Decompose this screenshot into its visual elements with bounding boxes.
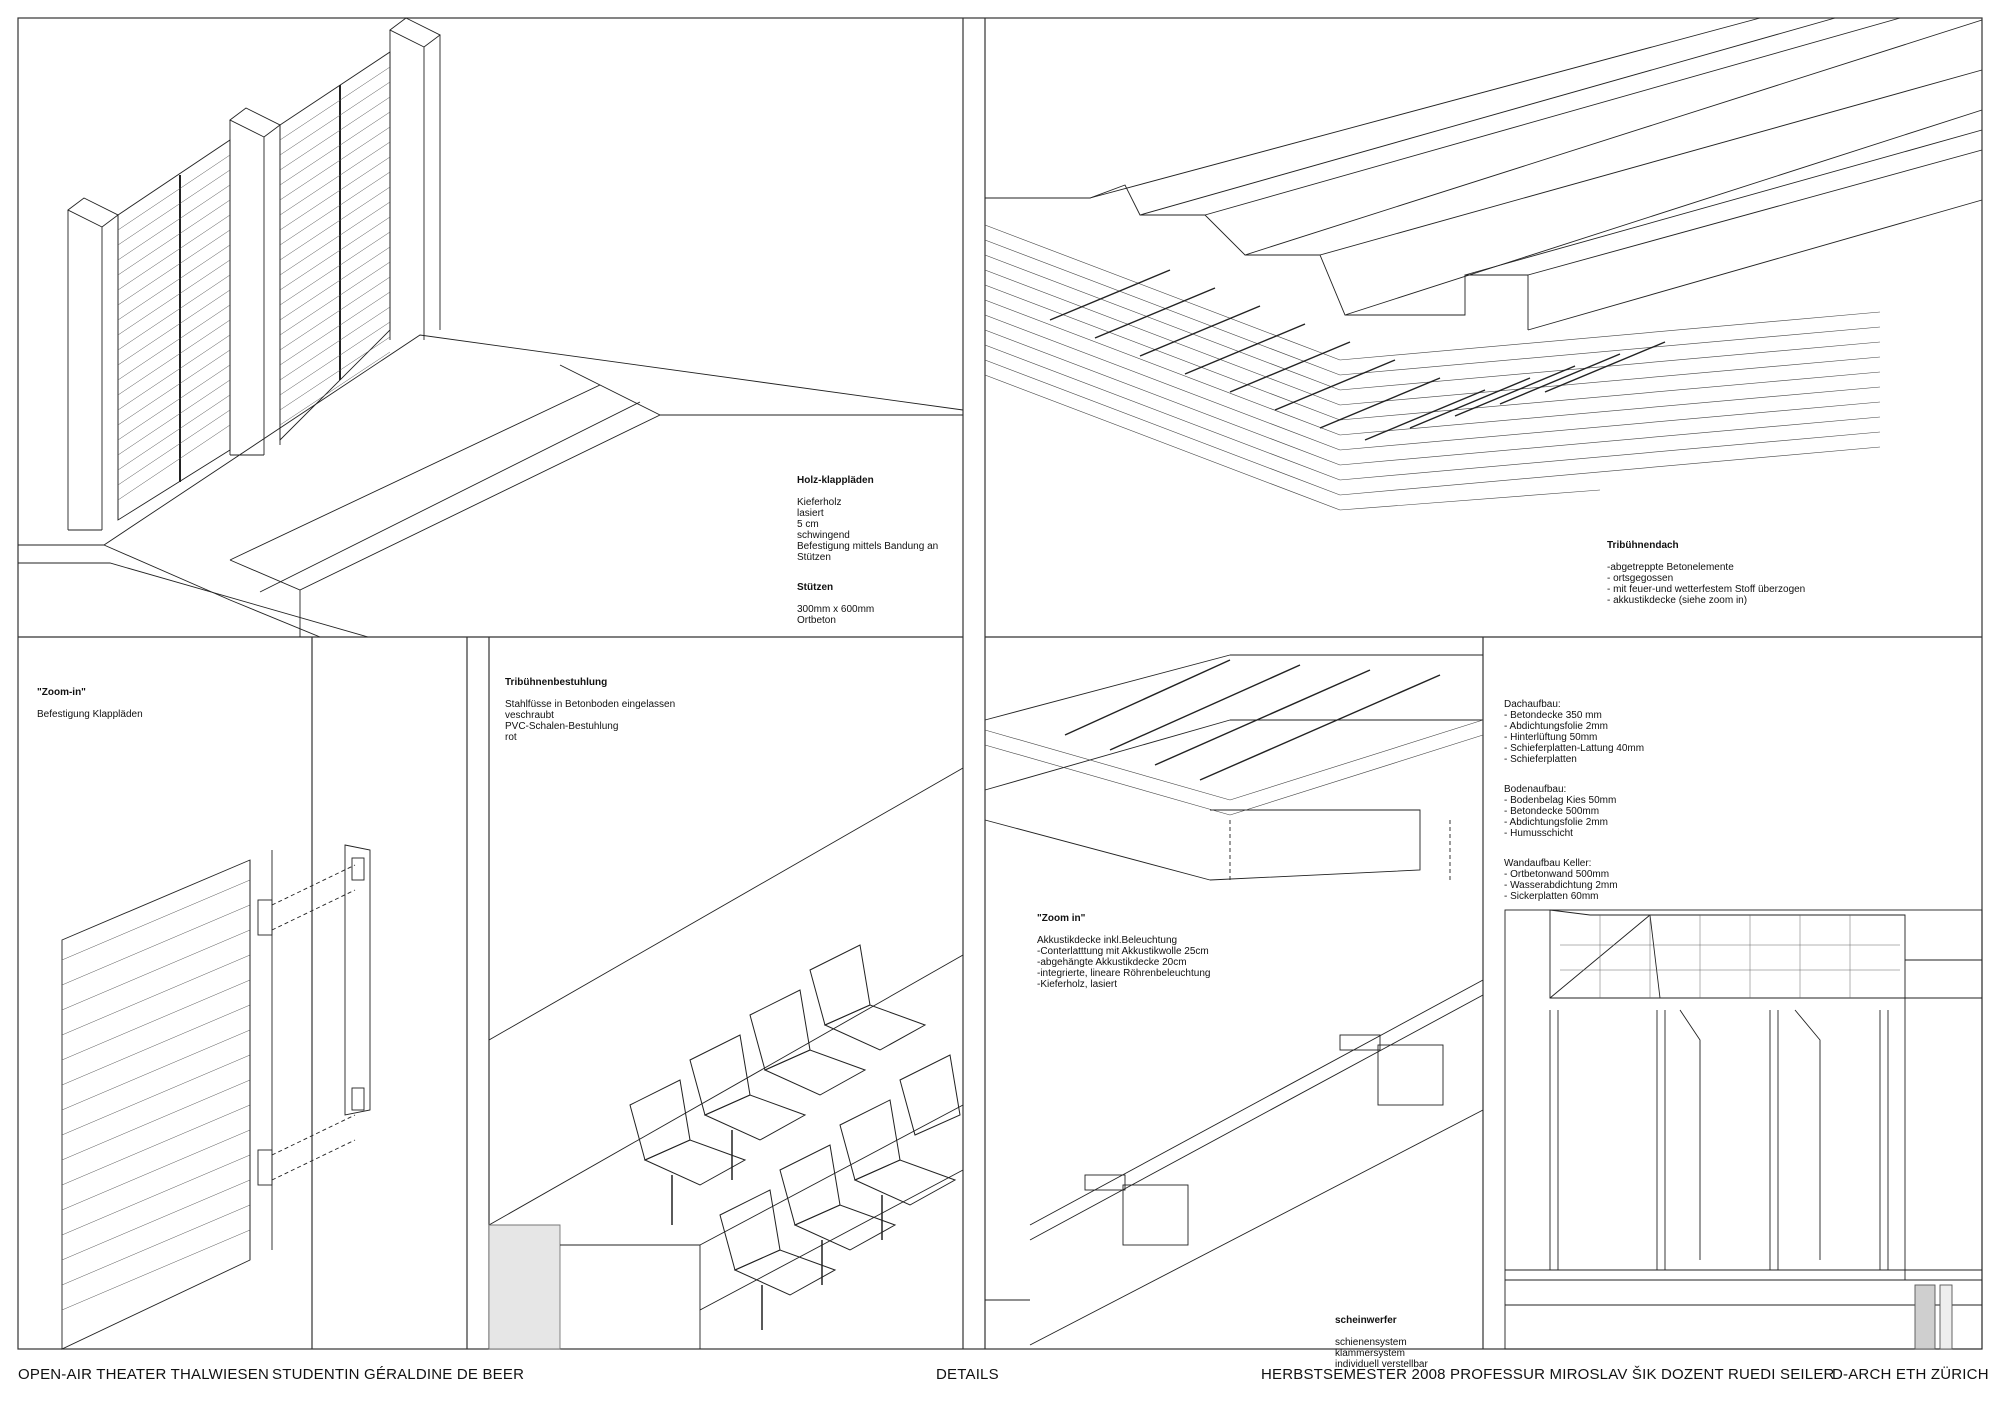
footer-professor: PROFESSUR MIROSLAV ŠIK <box>1450 1366 1657 1383</box>
note-wall-build-up: Wandaufbau Keller: - Ortbetonwand 500mm … <box>1504 858 1618 902</box>
note-columns-body: 300mm x 600mm Ortbeton <box>797 604 875 626</box>
note-shutters: Holz-klappläden Kieferholz lasiert 5 cm … <box>797 464 938 626</box>
footer-project: OPEN-AIR THEATER THALWIESEN <box>18 1366 269 1383</box>
note-tribune-roof: Tribühnendach -abgetreppte Betonelemente… <box>1607 529 1805 606</box>
note-build-up: Dachaufbau: - Betondecke 350 mm - Abdich… <box>1504 688 1644 902</box>
note-zoom-acoustic-title: "Zoom in" <box>1037 913 1086 924</box>
note-seating: Tribühnenbestuhlung Stahlfüsse in Betonb… <box>505 666 675 743</box>
note-floor-build-up: Bodenaufbau: - Bodenbelag Kies 50mm - Be… <box>1504 784 1617 839</box>
tribune-seating-drawing <box>488 767 964 1350</box>
note-zoom-shutters-body: Befestigung Klappläden <box>37 709 143 720</box>
note-shutters-body: Kieferholz lasiert 5 cm schwingend Befes… <box>797 497 939 563</box>
building-section-drawing <box>1504 909 1983 1350</box>
footer-institution: D-ARCH ETH ZÜRICH <box>1832 1366 1989 1383</box>
note-spotlight: scheinwerfer schienensystem klammersyste… <box>1335 1304 1428 1370</box>
note-shutters-title: Holz-klappläden <box>797 475 874 486</box>
note-spotlight-body: schienensystem klammersystem individuell… <box>1335 1337 1428 1370</box>
note-zoom-shutters: "Zoom-in" Befestigung Klappläden <box>37 676 143 720</box>
footer-lecturer: DOZENT RUEDI SEILER <box>1661 1366 1835 1383</box>
footer-student: STUDENTIN GÉRALDINE DE BEER <box>272 1366 525 1383</box>
note-tribune-roof-body: -abgetreppte Betonelemente - ortsgegosse… <box>1607 562 1806 606</box>
note-zoom-acoustic-body: Akkustikdecke inkl.Beleuchtung -Conterla… <box>1037 935 1211 990</box>
panel-frame <box>17 17 1983 1350</box>
note-zoom-acoustic: "Zoom in" Akkustikdecke inkl.Beleuchtung… <box>1037 902 1210 990</box>
footer-semester: HERBSTSEMESTER 2008 <box>1261 1366 1446 1383</box>
note-zoom-shutters-title: "Zoom-in" <box>37 687 86 698</box>
note-roof-build-up: Dachaufbau: - Betondecke 350 mm - Abdich… <box>1504 699 1645 765</box>
note-seating-body: Stahlfüsse in Betonboden eingelassen ves… <box>505 699 676 743</box>
shutter-wall-drawing <box>18 17 964 638</box>
note-tribune-roof-title: Tribühnendach <box>1607 540 1679 551</box>
note-columns-title: Stützen <box>797 582 834 593</box>
shutter-fixing-drawing <box>61 844 371 1350</box>
footer-title: DETAILS <box>936 1366 999 1383</box>
tribune-roof-drawing <box>984 17 1983 511</box>
acoustic-ceiling-drawing <box>984 654 1484 1346</box>
note-spotlight-title: scheinwerfer <box>1335 1315 1397 1326</box>
note-seating-title: Tribühnenbestuhlung <box>505 677 608 688</box>
